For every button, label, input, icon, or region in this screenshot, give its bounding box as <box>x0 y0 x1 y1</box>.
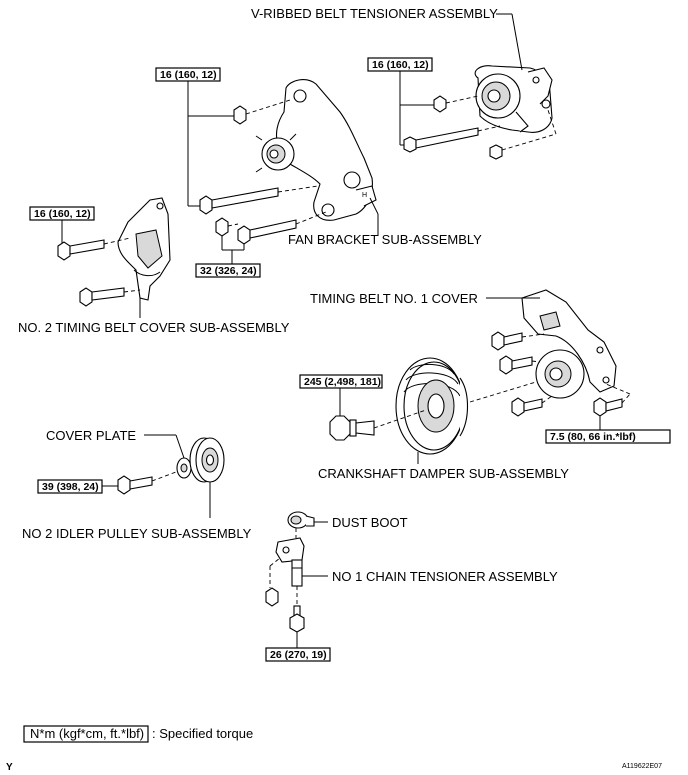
fan-bracket: H <box>255 79 377 221</box>
crankshaft-damper <box>395 357 468 455</box>
label-no2-timing-belt-cover: NO. 2 TIMING BELT COVER SUB-ASSEMBLY <box>18 320 290 335</box>
fan-bracket-nut <box>233 105 247 125</box>
no1-chain-tensioner <box>275 537 305 587</box>
timing-cover-bolt-4 <box>593 397 623 417</box>
tensioner-lower-nut <box>489 144 503 160</box>
crank-bolt <box>329 415 375 441</box>
torque-box-fan-bracket-nuts <box>195 263 261 278</box>
fan-bracket-lower-bolt <box>237 219 297 245</box>
label-fan-bracket: FAN BRACKET SUB-ASSEMBLY <box>288 232 482 247</box>
dust-boot <box>287 511 315 529</box>
leader-fan-bracket <box>369 197 379 215</box>
timing-cover-bolt-3 <box>511 397 543 417</box>
no2-timing-belt-cover <box>117 197 171 301</box>
timing-belt-no1-cover <box>521 289 617 399</box>
torque-chain-tensioner: 26 (270, 19) <box>270 649 327 661</box>
torque-crank-bolt: 245 (2,498, 181) <box>304 376 381 388</box>
torque-box-timing-cover <box>545 429 671 444</box>
chain-tensioner-bolt-left <box>265 587 279 607</box>
torque-cover: 16 (160, 12) <box>34 208 91 220</box>
torque-box-crank-bolt <box>299 374 383 389</box>
footer-left-mark: Y <box>6 762 13 773</box>
label-dust-boot: DUST BOOT <box>332 515 408 530</box>
tensioner-nut <box>433 95 447 113</box>
fan-bracket-lower-nut <box>215 217 229 237</box>
torque-fan-bracket-nuts: 32 (326, 24) <box>200 265 257 277</box>
timing-cover-bolt-2 <box>499 355 533 375</box>
tensioner-bolt <box>403 127 479 153</box>
legend-unit: N*m (kgf*cm, ft.*lbf) <box>30 726 144 741</box>
cover-bolt-upper <box>57 239 105 261</box>
label-cover-plate: COVER PLATE <box>46 428 136 443</box>
no2-idler-pulley <box>189 437 225 483</box>
label-v-ribbed-belt-tensioner: V-RIBBED BELT TENSIONER ASSEMBLY <box>251 6 498 21</box>
timing-cover-bolt-1 <box>491 331 523 351</box>
torque-fan-bracket: 16 (160, 12) <box>160 69 217 81</box>
label-timing-belt-no1-cover: TIMING BELT NO. 1 COVER <box>310 291 478 306</box>
label-no1-chain-tensioner: NO 1 CHAIN TENSIONER ASSEMBLY <box>332 569 558 584</box>
fan-bracket-bolt <box>199 187 279 215</box>
idler-bolt <box>117 475 153 495</box>
label-no2-idler-pulley: NO 2 IDLER PULLEY SUB-ASSEMBLY <box>22 526 252 541</box>
legend-description: : Specified torque <box>152 726 253 741</box>
legend-unit-box <box>23 725 149 743</box>
cover-bolt-lower <box>79 287 125 307</box>
figure-id: A119622E07 <box>622 763 662 770</box>
torque-box-chain-tensioner <box>265 647 331 662</box>
torque-tensioner: 16 (160, 12) <box>372 59 429 71</box>
svg-text:H: H <box>362 192 367 199</box>
v-ribbed-belt-tensioner <box>474 65 553 133</box>
chain-tensioner-bolt-center <box>289 605 305 633</box>
label-crankshaft-damper: CRANKSHAFT DAMPER SUB-ASSEMBLY <box>318 466 569 481</box>
cover-plate <box>176 457 192 479</box>
torque-idler: 39 (398, 24) <box>42 481 99 493</box>
torque-timing-cover: 7.5 (80, 66 in.*lbf) <box>550 431 636 443</box>
